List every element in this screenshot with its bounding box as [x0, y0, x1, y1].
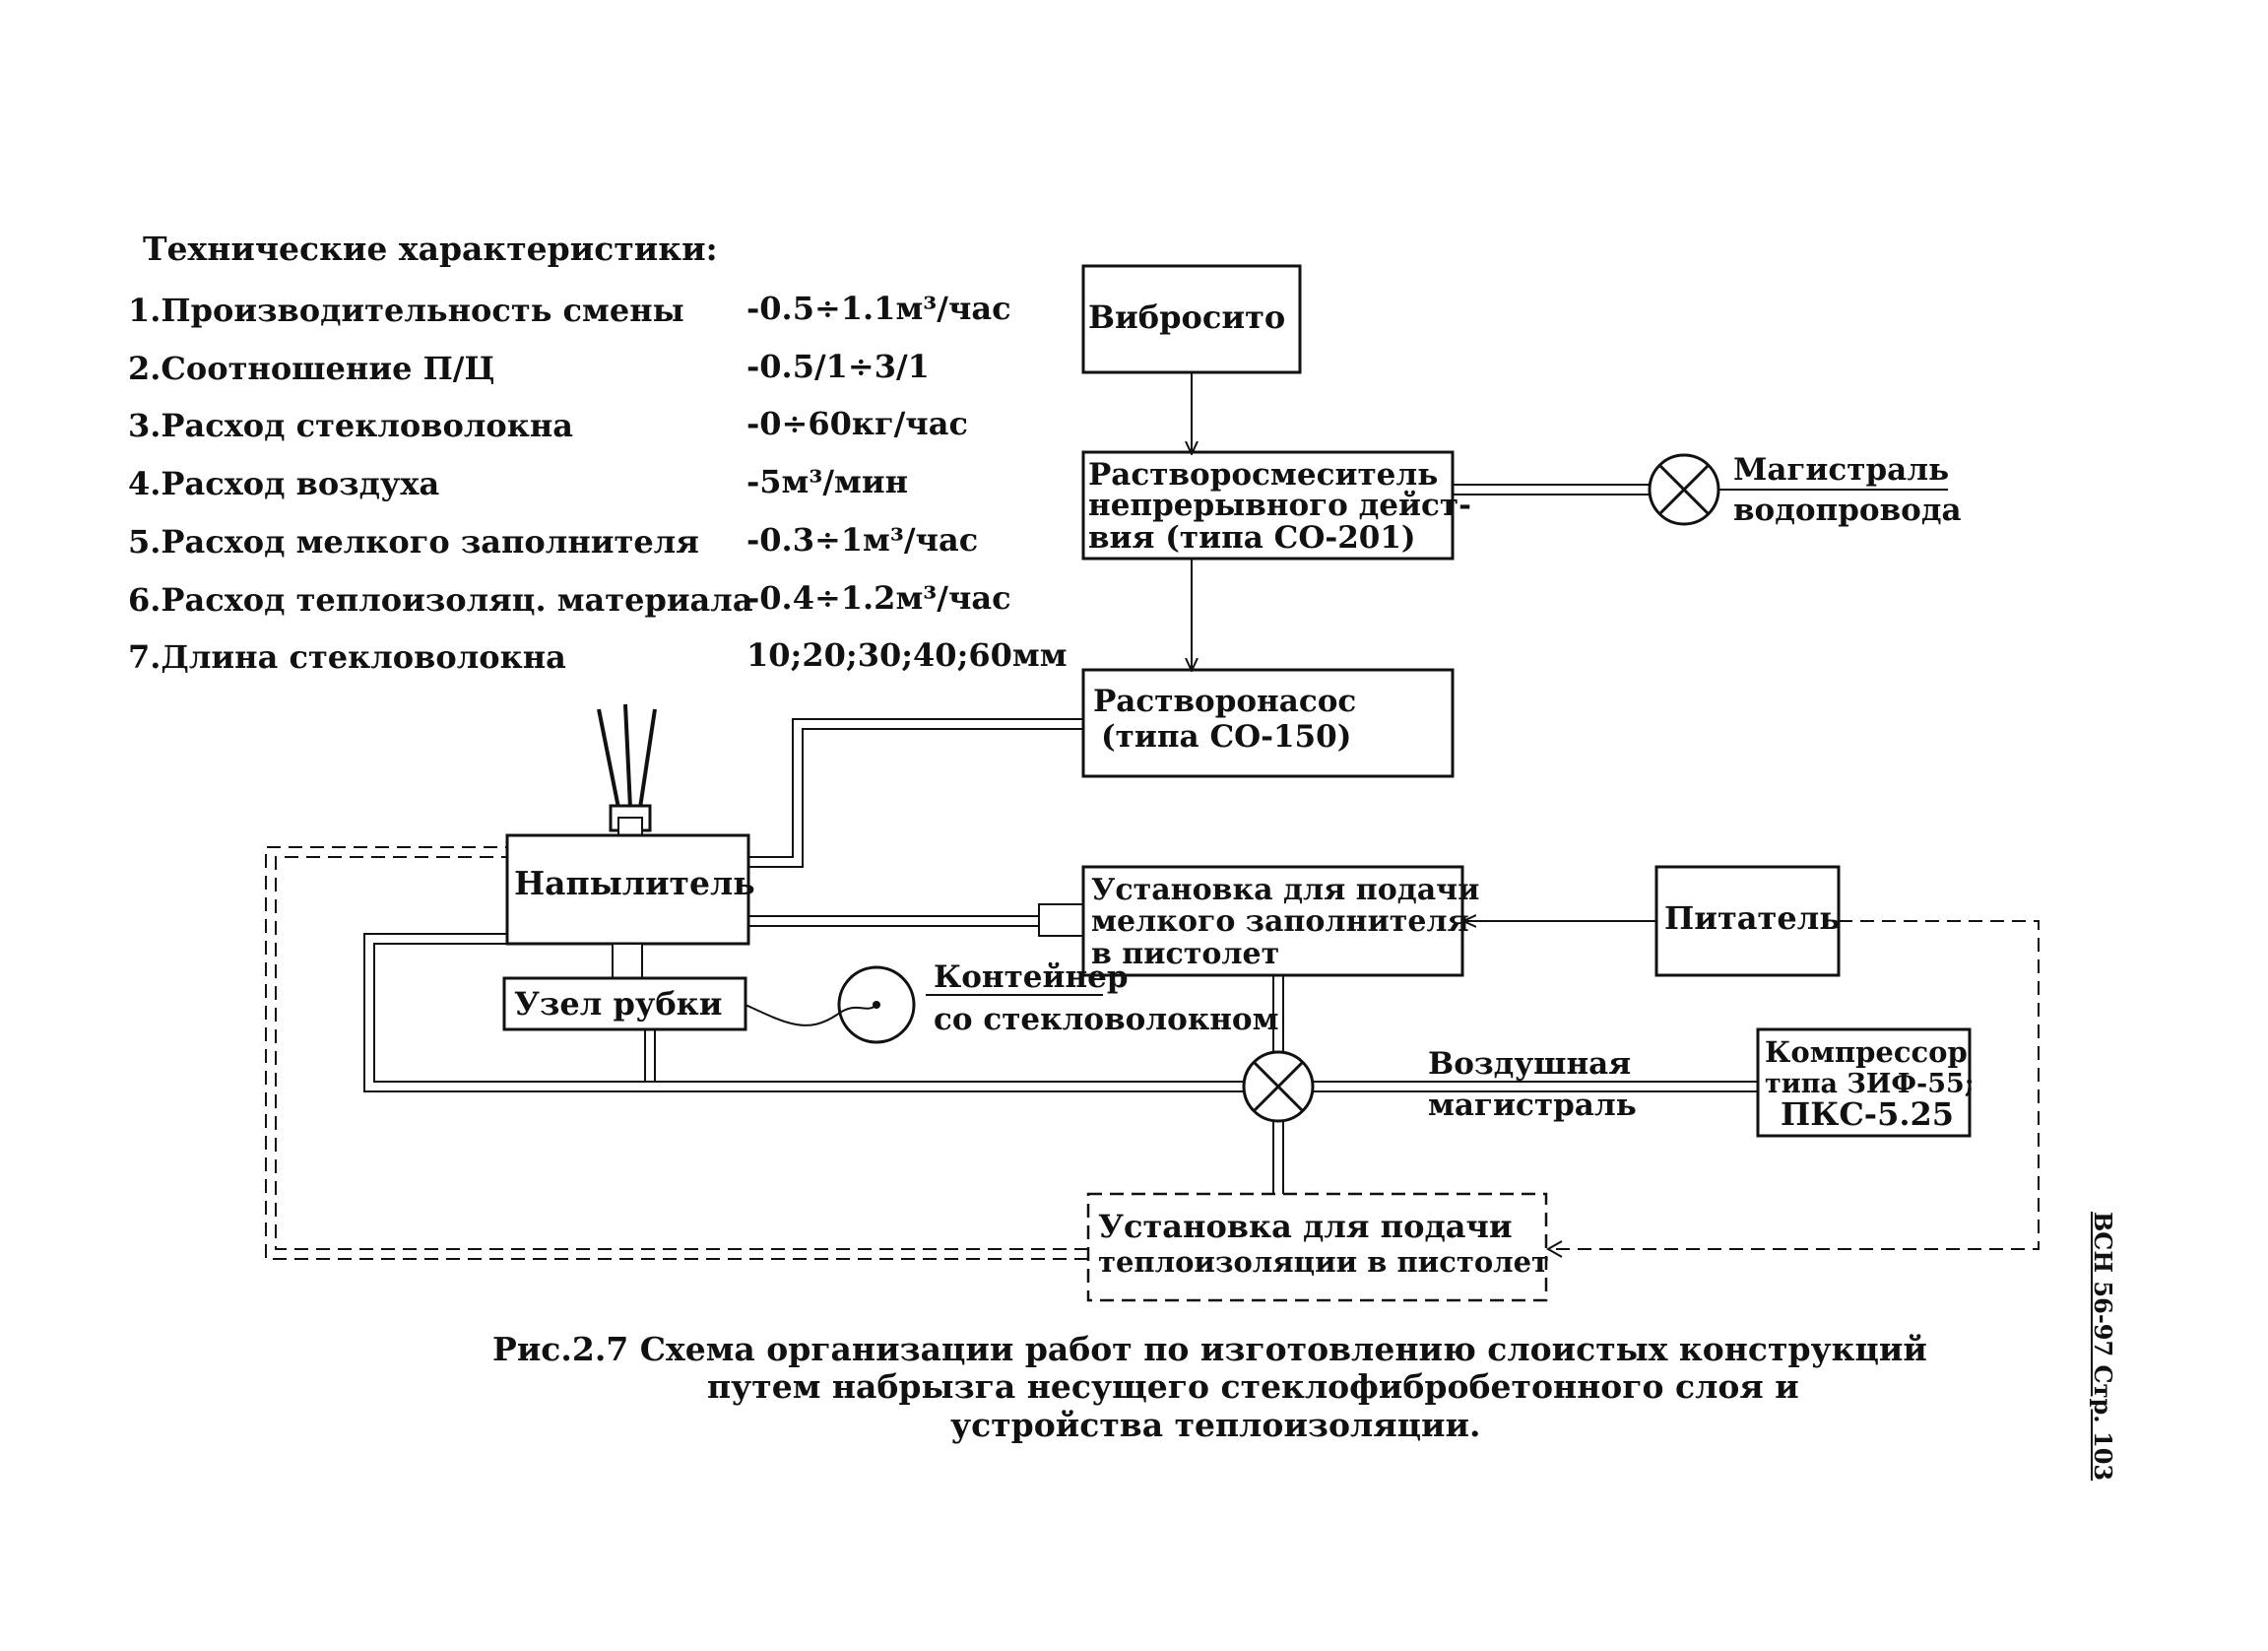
- figure-caption-line-2: путем набрызга несущего стеклофибробетон…: [707, 1367, 1799, 1406]
- sprayer-cutter-link: [612, 943, 643, 979]
- specs-title: Технические характеристики:: [143, 230, 718, 268]
- feeder-label: Питатель: [1664, 899, 1841, 937]
- spec-label-2: 2.Соотношение П/Ц: [128, 350, 495, 387]
- container-label-2: со стекловолокном: [934, 1002, 1279, 1037]
- spec-label-1: 1.Производительность смены: [128, 292, 684, 329]
- arrow-feeder-to-insulation: [1545, 1240, 1563, 1258]
- fiber-container-icon: [837, 965, 916, 1044]
- filler-label-2: мелкого заполнителя: [1091, 904, 1469, 939]
- mixer-label-1: Растворосмеситель: [1088, 457, 1438, 493]
- container-label-1: Контейнер: [934, 959, 1129, 995]
- insulation-label-2: теплоизоляции в пистолет: [1098, 1245, 1549, 1279]
- filler-feed-block: Установка для подачи мелкого заполнителя…: [1081, 865, 1479, 977]
- pump-hose-b: [748, 728, 1083, 868]
- spec-label-7: 7.Длина стекловолокна: [128, 638, 566, 676]
- mixer-label-3: вия (типа СО-201): [1088, 520, 1416, 556]
- spec-value-6: -0.4÷1.2м³/час: [746, 579, 1011, 617]
- vibrosieve-label: Вибросито: [1088, 298, 1285, 336]
- mortar-pump-block: Растворонасос (типа СО-150): [1081, 668, 1455, 778]
- compressor-label-3: ПКС-5.25: [1781, 1095, 1954, 1133]
- air-to-sprayer-b: [363, 933, 1244, 1092]
- sprayer-label: Напылитель: [514, 864, 755, 902]
- air-main-label-1: Воздушная: [1428, 1046, 1631, 1082]
- insulation-feed-block: Установка для подачи теплоизоляции в пис…: [1086, 1192, 1549, 1302]
- cutter-unit-block: Узел рубки: [502, 976, 747, 1031]
- compressor-block: Компрессор типа ЗИФ-55; ПКС-5.25: [1756, 1027, 1975, 1138]
- feeder-to-insulation-line: [1548, 920, 2040, 1250]
- figure-caption-line-1: Рис.2.7 Схема организации работ по изгот…: [492, 1330, 1927, 1368]
- spec-label-5: 5.Расход мелкого заполнителя: [128, 523, 699, 561]
- vibrosieve-block: Вибросито: [1081, 264, 1302, 374]
- spec-value-2: -0.5/1÷3/1: [746, 348, 930, 385]
- figure-caption-line-3: устройства теплоизоляции.: [950, 1406, 1481, 1444]
- page-reference: ВСН 56-97 Стр. 103: [2089, 1212, 2117, 1482]
- mixer-label-2: непрерывного дейст-: [1088, 488, 1471, 523]
- water-main-label-1: Магистраль: [1733, 452, 1949, 488]
- spec-value-3: -0÷60кг/час: [746, 405, 968, 442]
- pump-hose-a: [748, 718, 1083, 858]
- cutter-label: Узел рубки: [514, 985, 723, 1023]
- fiber-line: [745, 1004, 877, 1026]
- compressor-label-1: Компрессор: [1765, 1035, 1968, 1069]
- spec-label-6: 6.Расход теплоизоляц. материала: [128, 581, 753, 619]
- insulation-hose-a: [275, 856, 1088, 1250]
- water-valve-icon: [1648, 453, 1720, 526]
- spec-label-4: 4.Расход воздуха: [128, 465, 440, 502]
- mortar-mixer-block: Растворосмеситель непрерывного дейст- ви…: [1081, 450, 1471, 561]
- feeder-block: Питатель: [1654, 865, 1841, 977]
- air-main-label-2: магистраль: [1428, 1088, 1637, 1123]
- compressor-label-2: типа ЗИФ-55;: [1765, 1069, 1975, 1099]
- spec-value-1: -0.5÷1.1м³/час: [746, 290, 1011, 327]
- filler-nozzle: [1038, 903, 1084, 937]
- filler-label-3: в пистолет: [1091, 937, 1279, 971]
- filler-label-1: Установка для подачи: [1091, 873, 1479, 907]
- pump-label-2: (типа СО-150): [1101, 719, 1351, 755]
- sprayer-block: Напылитель: [505, 833, 755, 946]
- insulation-hose-b: [265, 846, 1088, 1260]
- spec-label-3: 3.Расход стекловолокна: [128, 407, 574, 444]
- sprayer-nozzle-icon: [597, 703, 657, 836]
- spec-value-7: 10;20;30;40;60мм: [746, 636, 1068, 674]
- air-to-sprayer-a: [373, 943, 1244, 1083]
- spec-value-5: -0.3÷1м³/час: [746, 521, 979, 559]
- insulation-label-1: Установка для подачи: [1098, 1208, 1513, 1245]
- air-valve-icon: [1242, 1050, 1315, 1123]
- spec-value-4: -5м³/мин: [746, 463, 908, 500]
- pump-label-1: Растворонасос: [1093, 684, 1356, 719]
- water-main-label-2: водопровода: [1733, 493, 1962, 528]
